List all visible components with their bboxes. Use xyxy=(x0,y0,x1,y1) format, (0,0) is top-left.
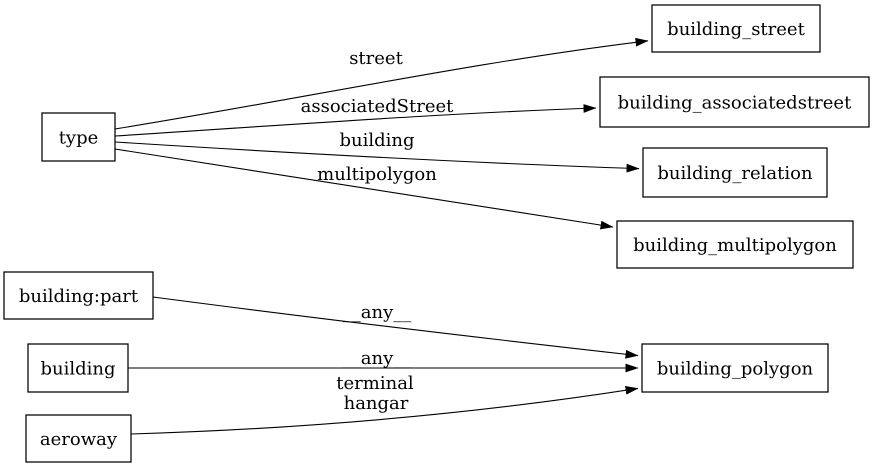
node-building_relation: building_relation xyxy=(642,147,828,198)
node-box-aeroway xyxy=(25,414,132,463)
node-label-building_multipolygon: building_multipolygon xyxy=(633,235,837,256)
node-type: type xyxy=(41,112,116,162)
edge-label-associatedstreet: associatedStreet xyxy=(301,96,454,117)
node-box-type xyxy=(41,112,116,162)
node-label-building_relation: building_relation xyxy=(657,163,813,184)
node-box-building_relation xyxy=(642,147,828,198)
node-label-building-part: building:part xyxy=(19,286,139,307)
edge-label-any-1: __any__ xyxy=(343,302,412,323)
node-building_multipolygon: building_multipolygon xyxy=(616,220,854,269)
edge-label-street: street xyxy=(349,48,403,69)
node-box-building_multipolygon xyxy=(616,220,854,269)
node-box-building xyxy=(27,343,129,393)
edge-line xyxy=(114,148,614,230)
edge-line xyxy=(114,141,640,173)
node-building_associatedstreet: building_associatedstreet xyxy=(599,76,870,128)
edge-line xyxy=(114,104,597,137)
edge-building-building_polygon: __any__ xyxy=(128,348,639,373)
node-label-building_associatedstreet: building_associatedstreet xyxy=(618,93,852,114)
edge-label-hangar: hangar xyxy=(344,393,409,414)
edge-buildingpart-building_polygon: __any__ xyxy=(152,296,639,359)
node-label-building: building xyxy=(40,359,115,380)
node-box-building_polygon xyxy=(641,343,829,393)
node-box-building_street xyxy=(651,4,821,53)
edge-label-terminal: terminal xyxy=(336,373,414,394)
edge-type-building_relation: building xyxy=(114,130,640,173)
edge-label-multipolygon: multipolygon xyxy=(317,164,437,185)
edge-type-building_associatedstreet: associatedStreet xyxy=(114,96,597,137)
node-building_street: building_street xyxy=(651,4,821,53)
node-box-building-part xyxy=(3,271,154,320)
node-building: building xyxy=(27,343,129,393)
edge-line xyxy=(130,385,639,435)
node-label-aeroway: aeroway xyxy=(40,429,118,450)
node-building-part: building:part xyxy=(3,271,154,320)
edge-aeroway-building_polygon: terminal hangar xyxy=(130,373,639,435)
edge-type-building_street: street xyxy=(114,37,649,130)
edge-type-building_multipolygon: multipolygon xyxy=(114,148,614,230)
node-aeroway: aeroway xyxy=(25,414,132,463)
node-box-building_associatedstreet xyxy=(599,76,870,128)
edge-label-any-2: __any__ xyxy=(343,348,412,369)
edge-line xyxy=(114,37,649,130)
edge-line xyxy=(152,296,639,359)
node-label-type: type xyxy=(59,128,99,149)
node-building_polygon: building_polygon xyxy=(641,343,829,393)
node-label-building_polygon: building_polygon xyxy=(657,359,814,380)
edge-label-building: building xyxy=(339,130,414,151)
node-label-building_street: building_street xyxy=(667,19,805,40)
